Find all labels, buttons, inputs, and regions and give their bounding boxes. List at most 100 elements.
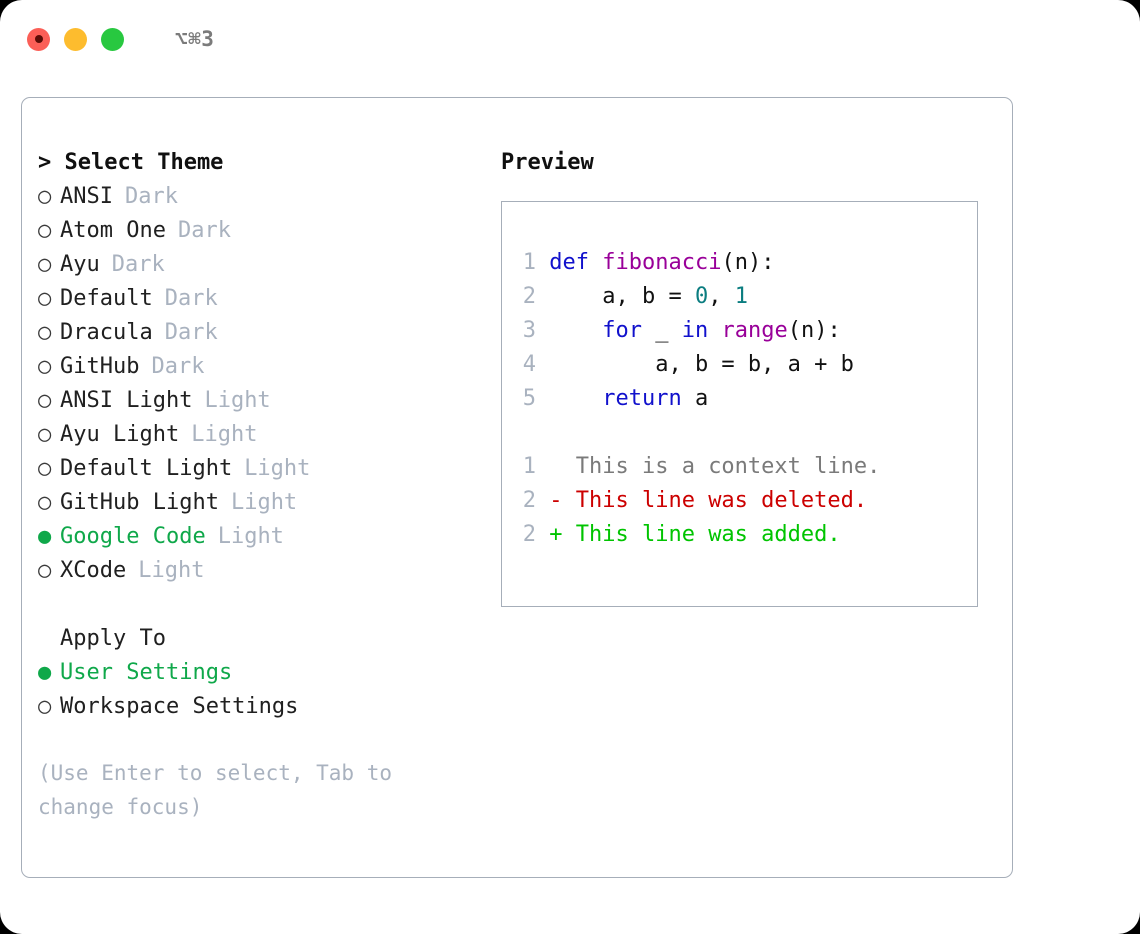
theme-name: ANSI (60, 184, 113, 209)
code-token: a, b = b, a + b (549, 352, 854, 377)
keyboard-shortcut-label: ⌥⌘3 (175, 26, 215, 51)
theme-kind-tag: Dark (124, 184, 178, 209)
code-token: (n): (721, 250, 775, 275)
radio-unselected-icon: ○ (38, 286, 52, 311)
diff-text: + This line was added. (549, 522, 841, 547)
theme-option[interactable]: ○ ANSI Dark (38, 180, 478, 214)
zoom-window-button[interactable] (101, 27, 124, 51)
code-token (549, 318, 602, 343)
theme-name: Dracula (60, 320, 153, 345)
line-number: 1 (522, 454, 536, 479)
preview-column: Preview 1 def fibonacci(n):2 a, b = 0, 1… (501, 146, 991, 607)
theme-name: Ayu Light (60, 422, 180, 447)
theme-option[interactable]: ○ Ayu Light Light (38, 418, 478, 452)
code-token: , (708, 284, 735, 309)
diff-text: - This line was deleted. (549, 488, 868, 513)
code-token: a (681, 386, 709, 411)
code-line: 1 def fibonacci(n): (514, 246, 971, 280)
code-line: 3 for _ in range(n): (514, 314, 971, 348)
radio-unselected-icon: ○ (38, 558, 52, 583)
code-token: return (602, 386, 682, 411)
radio-selected-icon: ● (38, 660, 52, 685)
theme-option[interactable]: ○ Default Dark (38, 282, 478, 316)
apply-to-option-label: User Settings (60, 660, 233, 685)
line-number: 1 (522, 250, 536, 275)
close-window-button[interactable] (27, 27, 50, 51)
radio-unselected-icon: ○ (38, 252, 52, 277)
line-number: 3 (522, 318, 536, 343)
theme-kind-tag: Dark (111, 252, 165, 277)
theme-name: ANSI Light (60, 388, 193, 413)
theme-option[interactable]: ○ Default Light Light (38, 452, 478, 486)
code-token (708, 318, 721, 343)
code-token (549, 386, 602, 411)
code-token: 0 (694, 284, 709, 309)
traffic-light-group (27, 27, 124, 51)
theme-name: Ayu (60, 252, 100, 277)
theme-kind-tag: Dark (177, 218, 231, 243)
code-token (589, 250, 602, 275)
radio-unselected-icon: ○ (38, 694, 52, 719)
apply-to-option-label: Workspace Settings (60, 694, 299, 719)
code-token: range (721, 318, 788, 343)
theme-kind-tag: Light (191, 422, 258, 447)
theme-name: XCode (60, 558, 127, 583)
radio-unselected-icon: ○ (38, 456, 52, 481)
theme-name: GitHub Light (60, 490, 219, 515)
spacer (38, 588, 478, 622)
radio-selected-icon: ● (38, 524, 52, 549)
code-line: 5 return a (514, 382, 971, 416)
theme-kind-tag: Dark (164, 286, 218, 311)
line-number: 2 (522, 522, 536, 547)
diff-text: This is a context line. (549, 454, 881, 479)
code-token: fibonacci (602, 250, 722, 275)
radio-unselected-icon: ○ (38, 422, 52, 447)
diff-line: 2 + This line was added. (514, 518, 971, 552)
code-token: a, b = (549, 284, 695, 309)
code-line: 2 a, b = 0, 1 (514, 280, 971, 314)
diff-line: 1 This is a context line. (514, 450, 971, 484)
theme-kind-tag: Dark (164, 320, 218, 345)
keyboard-hint-text: (Use Enter to select, Tab to change focu… (38, 761, 405, 819)
line-number: 4 (522, 352, 536, 377)
theme-option[interactable]: ○ Ayu Dark (38, 248, 478, 282)
theme-name: GitHub (60, 354, 140, 379)
theme-name: Default Light (60, 456, 233, 481)
theme-kind-tag: Light (204, 388, 271, 413)
minimize-window-button[interactable] (64, 27, 87, 51)
apply-to-option[interactable]: ○ Workspace Settings (38, 690, 478, 724)
theme-name: Default (60, 286, 153, 311)
select-theme-heading: > Select Theme (38, 150, 224, 175)
code-token: in (681, 318, 709, 343)
theme-name: Google Code (60, 524, 206, 549)
spacer (514, 416, 971, 450)
radio-unselected-icon: ○ (38, 218, 52, 243)
radio-unselected-icon: ○ (38, 184, 52, 209)
line-number: 2 (522, 488, 536, 513)
code-token: _ (641, 318, 682, 343)
apply-to-option[interactable]: ● User Settings (38, 656, 478, 690)
radio-unselected-icon: ○ (38, 490, 52, 515)
apply-to-options: ● User Settings ○ Workspace Settings (38, 656, 478, 724)
theme-kind-tag: Light (244, 456, 311, 481)
title-bar: ⌥⌘3 (0, 0, 1140, 78)
code-line: 4 a, b = b, a + b (514, 348, 971, 382)
diff-line: 2 - This line was deleted. (514, 484, 971, 518)
line-number: 2 (522, 284, 536, 309)
line-number: 5 (522, 386, 536, 411)
code-token: def (549, 250, 589, 275)
